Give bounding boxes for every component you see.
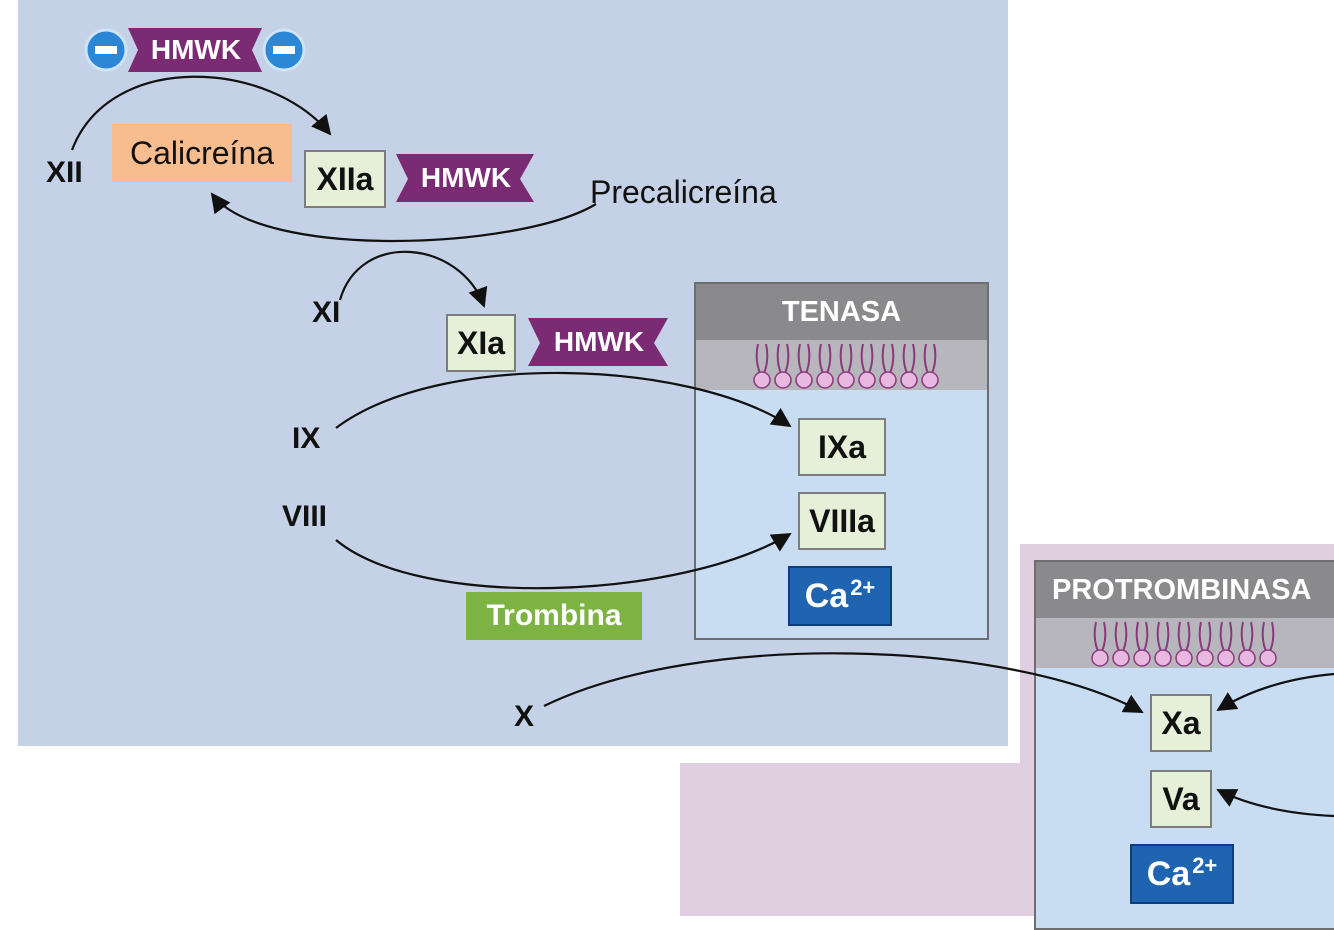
trombina-label: Trombina — [466, 592, 642, 640]
calicreina-box: Calicreína — [112, 124, 292, 182]
hmwk-label-top: HMWK — [150, 34, 242, 65]
hmwk-ribbon-xia — [528, 318, 668, 366]
calcium-charge: 2+ — [850, 575, 876, 600]
hmwk-ribbon-xiia — [396, 154, 534, 202]
factor-xia-box: XIa — [446, 314, 516, 372]
factor-xa-box: Xa — [1150, 694, 1212, 752]
factor-ixa-box: IXa — [798, 418, 886, 476]
precalicreina-label: Precalicreína — [590, 174, 777, 210]
factor-x: X — [514, 700, 535, 733]
arrow-ix-to-ixa — [335, 371, 792, 429]
calcium-base: Ca — [1146, 854, 1191, 893]
tenasa-complex: TENASA — [694, 282, 989, 640]
arrow-xi-to-xia — [338, 250, 488, 308]
arrow-xii-to-xiia — [70, 75, 332, 151]
phospholipid-bilayer-icon — [753, 343, 939, 389]
factor-viiia-box: VIIIa — [798, 492, 886, 550]
arrow-precalicreina-to-calicreina — [210, 192, 597, 243]
factor-xii: XII — [46, 156, 83, 189]
calcium-base: Ca — [804, 576, 849, 615]
protrombinasa-membrane — [1036, 618, 1334, 668]
calcium-charge: 2+ — [1192, 853, 1218, 878]
hmwk-ribbon-top — [128, 28, 262, 72]
arrow-x-to-xa — [543, 652, 1144, 713]
tenasa-membrane — [696, 340, 987, 390]
arrow-into-va — [1216, 789, 1334, 818]
tenasa-title: TENASA — [696, 284, 987, 340]
arrow-viii-to-viiia — [335, 532, 792, 590]
common-pathway-region — [680, 763, 1040, 916]
minus-circle-icon — [84, 28, 128, 72]
factor-ix: IX — [292, 422, 321, 455]
hmwk-label-xia: HMWK — [553, 326, 645, 357]
factor-va-box: Va — [1150, 770, 1212, 828]
phospholipid-bilayer-icon — [1091, 621, 1277, 667]
factor-xiia-box: XIIa — [304, 150, 386, 208]
hmwk-label-xiia: HMWK — [420, 162, 512, 193]
factor-viii: VIII — [282, 500, 328, 533]
minus-circle-icon — [262, 28, 306, 72]
factor-xi: XI — [312, 296, 341, 329]
protrombinasa-title: PROTROMBINASA — [1036, 562, 1334, 618]
arrow-into-xa — [1216, 672, 1334, 712]
